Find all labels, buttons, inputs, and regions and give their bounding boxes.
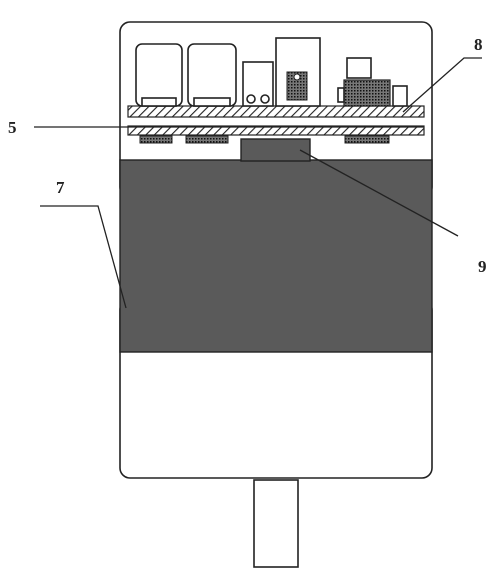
relay-body (343, 79, 391, 107)
capacitor-right (187, 43, 237, 107)
output-shaft (253, 479, 299, 568)
capacitor-right-base (193, 97, 231, 107)
main-core-block (119, 159, 433, 353)
capacitor-left-base (141, 97, 177, 107)
transistor-body (286, 71, 308, 101)
pad-left (139, 135, 173, 144)
leader-line-7 (40, 205, 127, 309)
capacitor-left (135, 43, 183, 107)
label-7: 7 (56, 178, 65, 197)
pad-right (344, 135, 390, 144)
connector-block (240, 138, 311, 162)
terminal-block (392, 85, 408, 107)
leader-line-8 (402, 57, 482, 113)
relay-top (346, 57, 372, 79)
relay-side-tab (337, 87, 345, 103)
small-component-lead-1 (246, 94, 256, 104)
lower-circuit-board (127, 125, 425, 136)
transistor-hole (293, 73, 301, 81)
leader-line-9 (299, 149, 459, 237)
label-9: 9 (478, 257, 487, 276)
small-component-lead-2 (260, 94, 270, 104)
label-5: 5 (8, 118, 17, 137)
pad-center-left (185, 135, 229, 144)
upper-circuit-board (127, 105, 425, 118)
label-8: 8 (474, 35, 483, 54)
